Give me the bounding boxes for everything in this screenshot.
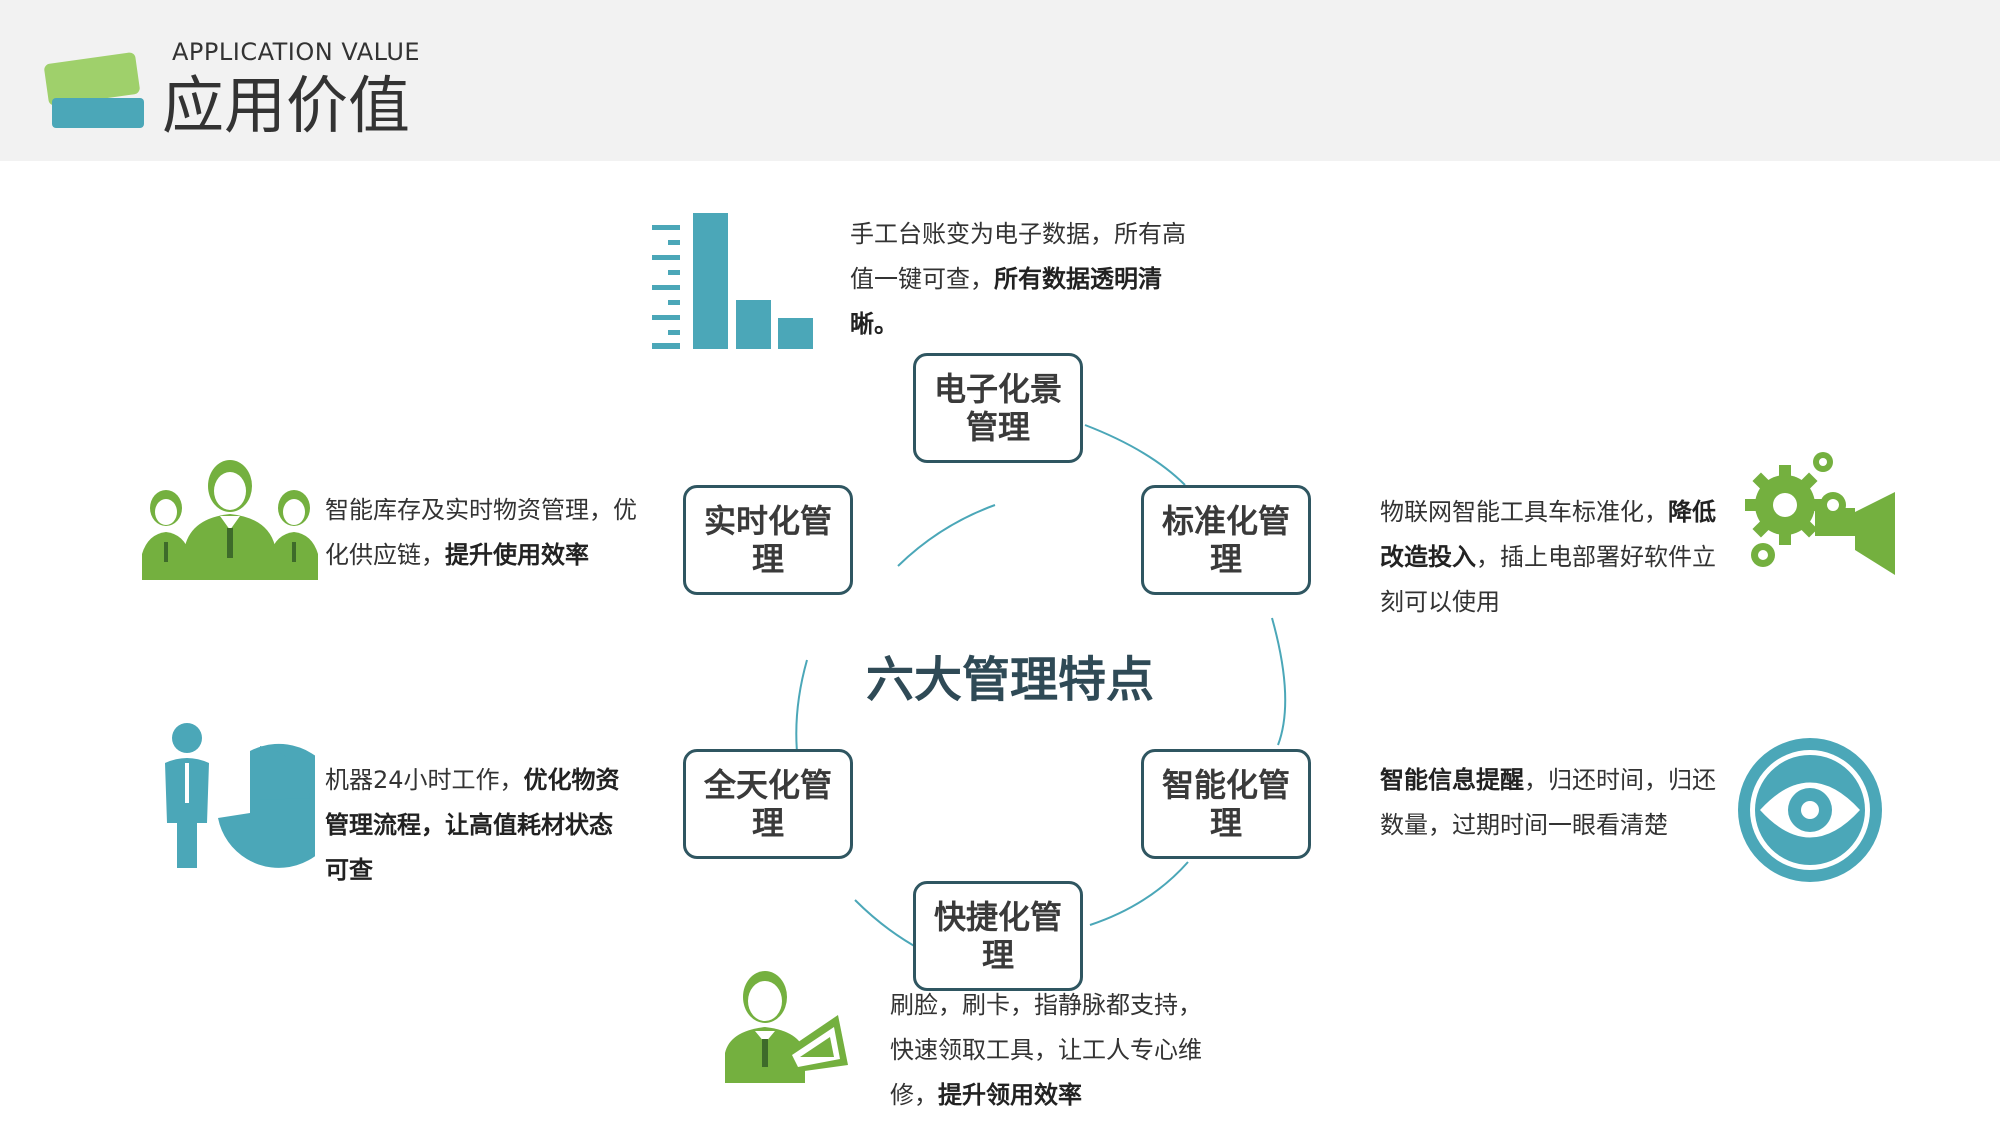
arc-smart-fast	[1089, 861, 1189, 926]
desc-standard-plain1: 物联网智能工具车标准化，	[1380, 498, 1668, 526]
desc-smart-plain: ，归还时间，归还数量，过期时间一眼看清楚	[1380, 766, 1716, 839]
desc-smart: 智能信息提醒，归还时间，归还数量，过期时间一眼看清楚	[1380, 758, 1720, 848]
node-fast: 快捷化管理	[913, 881, 1083, 991]
eye-icon	[1738, 738, 1882, 882]
desc-realtime: 智能库存及实时物资管理，优化供应链，提升使用效率	[325, 488, 645, 578]
desc-smart-bold: 智能信息提醒	[1380, 766, 1524, 794]
desc-standard: 物联网智能工具车标准化，降低改造投入，插上电部署好软件立刻可以使用	[1380, 490, 1720, 625]
desc-realtime-bold: 提升使用效率	[445, 541, 589, 569]
desc-standard-plain2: ，插上电部署好软件立刻可以使用	[1380, 543, 1716, 616]
desc-electronic-plain: 手工台账变为电子数据，所有高值一键可查，	[850, 220, 1186, 293]
desc-allday-plain: 机器24小时工作，	[325, 766, 524, 794]
arc-realtime-electronic	[897, 504, 996, 567]
node-electronic: 电子化景管理	[913, 353, 1083, 463]
person-pie-chart-icon	[165, 723, 315, 868]
center-title: 六大管理特点	[865, 652, 1154, 708]
desc-fast-bold: 提升领用效率	[938, 1081, 1082, 1109]
bar-chart-icon	[652, 213, 813, 349]
megaphone-person-icon	[725, 971, 848, 1083]
node-smart: 智能化管理	[1141, 749, 1311, 859]
desc-electronic: 手工台账变为电子数据，所有高值一键可查，所有数据透明清晰。	[850, 212, 1190, 347]
node-standard: 标准化管理	[1141, 485, 1311, 595]
gears-camera-icon	[1745, 452, 1895, 575]
team-people-icon	[142, 460, 318, 580]
desc-electronic-bold: 所有数据透明清晰。	[850, 265, 1162, 338]
section-title-english: APPLICATION VALUE	[172, 38, 421, 66]
arc-electronic-standard	[1084, 424, 1186, 486]
desc-fast-plain: 刷脸，刷卡，指静脉都支持，快速领取工具，让工人专心维修，	[890, 991, 1202, 1109]
arc-standard-smart	[1271, 617, 1287, 746]
desc-allday-bold: 优化物资管理流程，让高值耗材状态可查	[325, 766, 620, 884]
node-allday: 全天化管理	[683, 749, 853, 859]
node-realtime: 实时化管理	[683, 485, 853, 595]
desc-allday: 机器24小时工作，优化物资管理流程，让高值耗材状态可查	[325, 758, 635, 893]
desc-standard-bold: 降低改造投入	[1380, 498, 1716, 571]
desc-fast: 刷脸，刷卡，指静脉都支持，快速领取工具，让工人专心维修，提升领用效率	[890, 983, 1220, 1118]
section-title-chinese: 应用价值	[162, 69, 411, 142]
logo-blue-card	[52, 98, 144, 128]
desc-realtime-plain: 智能库存及实时物资管理，优化供应链，	[325, 496, 637, 569]
header-bar: APPLICATION VALUE 应用价值	[0, 0, 2000, 161]
